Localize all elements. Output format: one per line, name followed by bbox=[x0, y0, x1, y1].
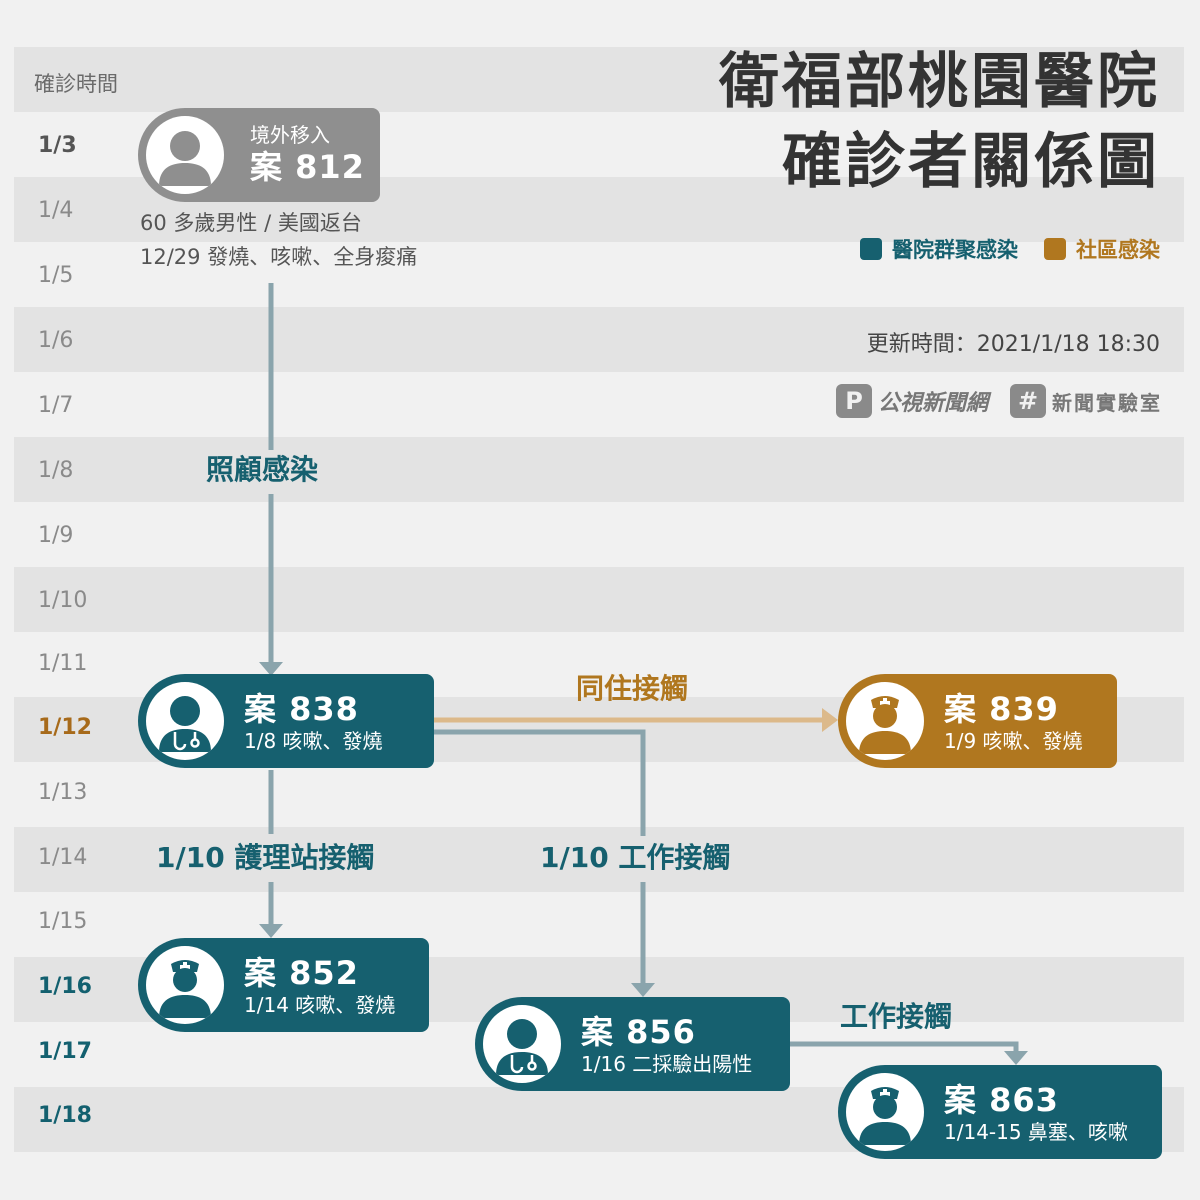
connector-line bbox=[790, 1041, 1019, 1053]
band bbox=[14, 47, 1184, 112]
case-863-card[interactable]: 案 863 1/14-15 鼻塞、咳嗽 bbox=[838, 1065, 1162, 1159]
lab-logo-text: 新聞實驗室 bbox=[1052, 390, 1162, 415]
date-label: 1/13 bbox=[38, 780, 88, 805]
case-838-card[interactable]: 案 838 1/8 咳嗽、發燒 bbox=[138, 674, 434, 768]
arrow-head bbox=[631, 983, 655, 997]
arrow-head bbox=[822, 708, 838, 732]
case-symptoms: 1/9 咳嗽、發燒 bbox=[944, 729, 1083, 753]
arrow-head bbox=[259, 924, 283, 938]
band bbox=[14, 827, 1184, 892]
legend-item-hospital: 醫院群聚感染 bbox=[860, 234, 1018, 264]
case-812-card[interactable]: 境外移入 案 812 bbox=[138, 108, 380, 202]
legend-label: 社區感染 bbox=[1076, 238, 1160, 262]
date-label: 1/11 bbox=[38, 651, 88, 676]
page-title: 衛福部桃園醫院 確診者關係圖 bbox=[719, 42, 1160, 202]
case-839-card[interactable]: 案 839 1/9 咳嗽、發燒 bbox=[838, 674, 1117, 768]
nurse-icon bbox=[846, 1073, 924, 1151]
band bbox=[14, 762, 1184, 827]
case-812-profile: 60 多歲男性 / 美國返台 bbox=[140, 211, 362, 235]
doctor-icon bbox=[483, 1005, 561, 1083]
band bbox=[14, 372, 1184, 437]
case-812-symptoms: 12/29 發燒、咳嗽、全身痠痛 bbox=[140, 245, 418, 269]
case-856-card[interactable]: 案 856 1/16 二採驗出陽性 bbox=[475, 997, 790, 1091]
date-label: 1/3 bbox=[38, 133, 77, 158]
doctor-icon bbox=[146, 682, 224, 760]
date-label: 1/9 bbox=[38, 523, 74, 548]
date-label: 1/8 bbox=[38, 458, 74, 483]
legend: 醫院群聚感染 社區感染 bbox=[860, 234, 1160, 264]
date-label: 1/18 bbox=[38, 1103, 92, 1128]
lab-logo: # 新聞實驗室 bbox=[1010, 384, 1162, 418]
connector-line bbox=[434, 729, 646, 836]
date-label: 1/10 bbox=[38, 588, 88, 613]
date-label: 1/5 bbox=[38, 263, 74, 288]
date-label: 1/16 bbox=[38, 974, 92, 999]
case-id: 案 838 bbox=[244, 690, 359, 728]
link-label-care: 照顧感染 bbox=[206, 453, 319, 486]
link-label-nursing-station: 1/10 護理站接觸 bbox=[156, 841, 375, 874]
logos: P 公視新聞網 # 新聞實驗室 bbox=[835, 384, 1162, 418]
legend-swatch bbox=[860, 238, 882, 260]
legend-swatch bbox=[1044, 238, 1066, 260]
arrow-head bbox=[1004, 1051, 1028, 1065]
date-label: 1/7 bbox=[38, 393, 74, 418]
case-origin: 境外移入 bbox=[250, 123, 330, 147]
date-label: 1/12 bbox=[38, 715, 92, 740]
case-id: 案 812 bbox=[250, 148, 365, 186]
case-id: 案 856 bbox=[581, 1013, 696, 1051]
title-line: 確診者關係圖 bbox=[782, 127, 1160, 197]
date-label: 1/4 bbox=[38, 198, 74, 223]
nurse-icon bbox=[846, 682, 924, 760]
case-symptoms: 1/14 咳嗽、發燒 bbox=[244, 993, 396, 1017]
band bbox=[14, 307, 1184, 372]
link-label-work: 工作接觸 bbox=[840, 1000, 953, 1033]
date-label: 1/6 bbox=[38, 328, 74, 353]
case-852-card[interactable]: 案 852 1/14 咳嗽、發燒 bbox=[138, 938, 429, 1032]
hash-logo-icon: # bbox=[1010, 384, 1046, 418]
arrow-head bbox=[259, 662, 283, 676]
case-symptoms: 1/14-15 鼻塞、咳嗽 bbox=[944, 1120, 1128, 1144]
pts-logo: P 公視新聞網 bbox=[835, 384, 988, 418]
case-symptoms: 1/8 咳嗽、發燒 bbox=[244, 729, 383, 753]
band bbox=[14, 242, 1184, 307]
pts-logo-icon: P bbox=[835, 384, 872, 418]
date-label: 1/14 bbox=[38, 845, 88, 870]
band bbox=[14, 567, 1184, 632]
date-label: 1/15 bbox=[38, 909, 88, 934]
case-812-description: 60 多歲男性 / 美國返台 12/29 發燒、咳嗽、全身痠痛 bbox=[140, 206, 417, 274]
case-id: 案 852 bbox=[244, 954, 359, 992]
person-icon bbox=[146, 116, 224, 194]
case-symptoms: 1/16 二採驗出陽性 bbox=[581, 1052, 753, 1076]
timeline-header: 確診時間 bbox=[34, 72, 118, 96]
update-time: 更新時間：2021/1/18 18:30 bbox=[866, 332, 1160, 357]
legend-item-community: 社區感染 bbox=[1044, 234, 1160, 264]
date-label: 1/17 bbox=[38, 1039, 92, 1064]
link-label-work-110: 1/10 工作接觸 bbox=[540, 841, 731, 874]
link-label-cohabit: 同住接觸 bbox=[576, 672, 689, 705]
pts-logo-text: 公視新聞網 bbox=[877, 391, 988, 416]
case-id: 案 839 bbox=[944, 690, 1059, 728]
band bbox=[14, 437, 1184, 502]
band bbox=[14, 502, 1184, 567]
legend-label: 醫院群聚感染 bbox=[892, 238, 1018, 262]
nurse-icon bbox=[146, 946, 224, 1024]
title-line: 衛福部桃園醫院 bbox=[719, 47, 1160, 117]
case-id: 案 863 bbox=[944, 1081, 1059, 1119]
